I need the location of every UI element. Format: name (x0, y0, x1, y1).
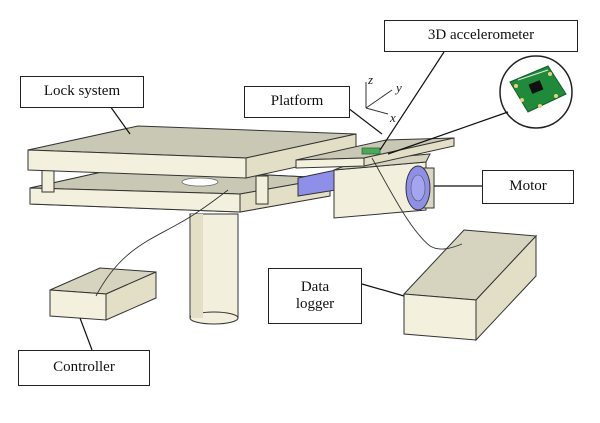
support-column (189, 213, 239, 325)
axis-z-label: z (367, 72, 373, 87)
label-motor: Motor (482, 170, 574, 204)
cables (95, 157, 463, 297)
label-lock-system: Lock system (20, 76, 144, 108)
label-data-logger-line1: Data (300, 278, 330, 295)
accelerometer-inset (499, 55, 573, 129)
label-accelerometer: 3D accelerometer (384, 20, 578, 52)
accelerometer-chip-icon (509, 65, 567, 113)
upper-plate (27, 125, 357, 179)
label-data-logger: Data logger (268, 268, 362, 324)
label-controller: Controller (18, 350, 150, 386)
leader-lines (79, 51, 509, 351)
axis-y-label: y (394, 80, 402, 95)
axis-x-label: x (389, 110, 396, 125)
label-data-logger-line2: logger (295, 296, 335, 312)
label-platform: Platform (244, 86, 350, 118)
axis-triad (365, 82, 393, 115)
data-logger-box (402, 229, 538, 342)
motor-drum (405, 165, 435, 211)
controller-box (49, 267, 157, 321)
platform-plate (295, 137, 455, 169)
